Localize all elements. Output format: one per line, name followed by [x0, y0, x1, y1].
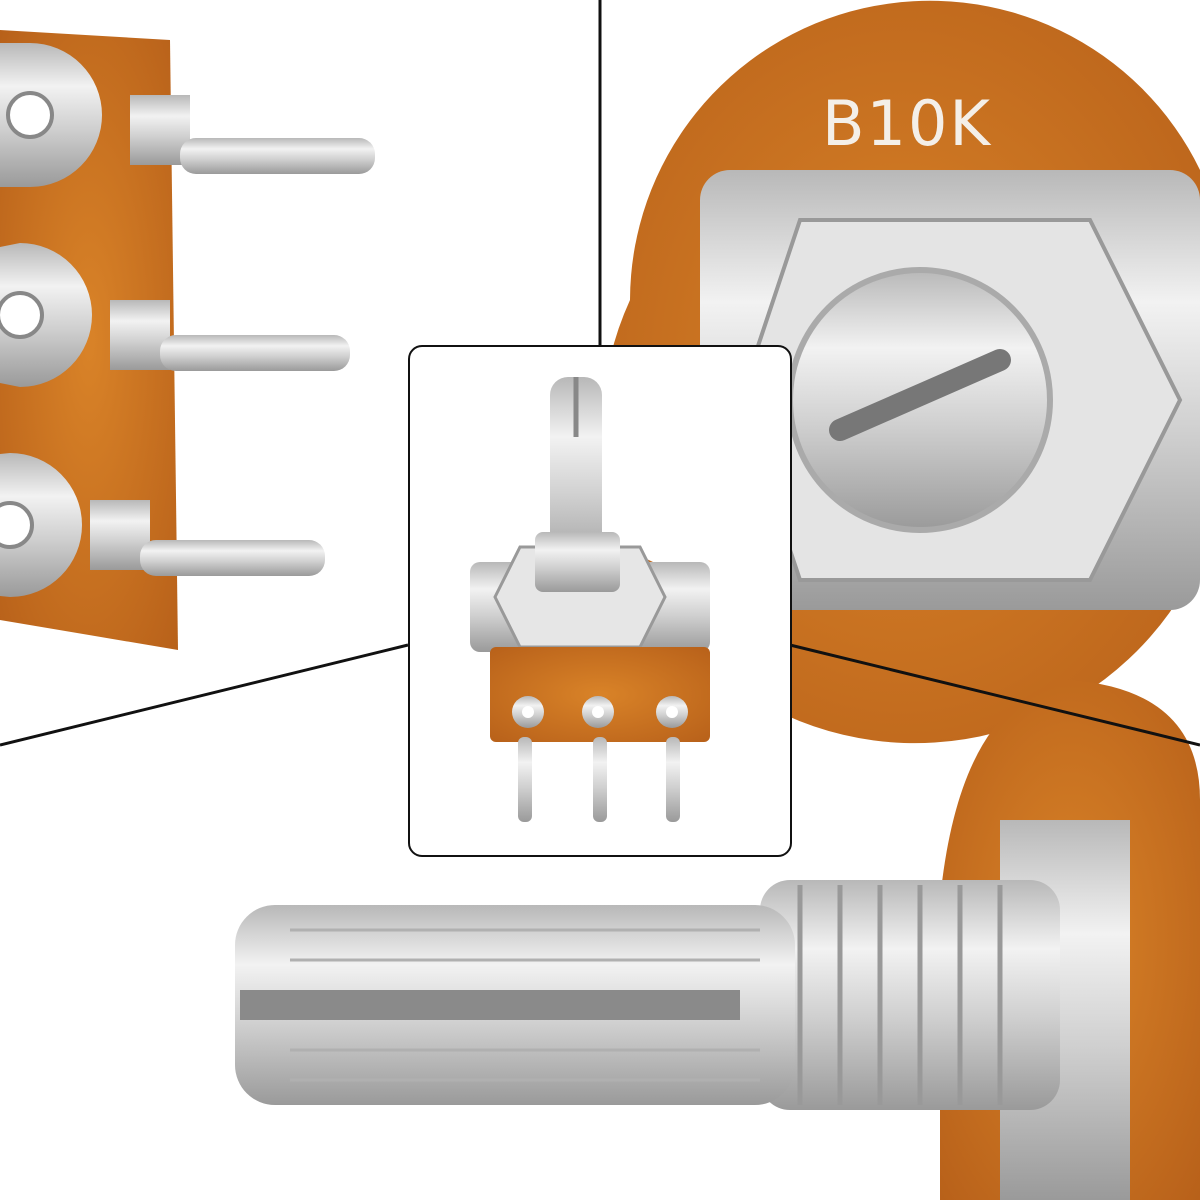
- terminal-closeup: [0, 30, 375, 650]
- potentiometer-illustration: [470, 377, 710, 822]
- terminal-pin: [0, 243, 350, 387]
- shaft-closeup: [235, 680, 1200, 1200]
- divider-lines: [0, 0, 1200, 747]
- terminal-pin: [0, 43, 375, 187]
- full-product-inset: [408, 345, 792, 857]
- resistance-marking: B10K: [822, 87, 993, 160]
- terminal-pin: [0, 453, 325, 597]
